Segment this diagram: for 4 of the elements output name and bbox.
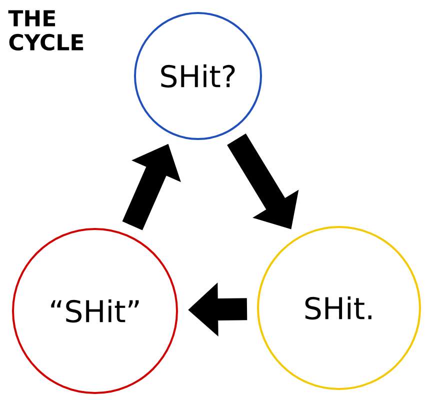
circle-node: “SHit” [12,228,178,394]
circle-node: SHit? [134,12,262,140]
circle-node: SHit. [257,226,421,390]
title: THE CYCLE [8,10,84,51]
